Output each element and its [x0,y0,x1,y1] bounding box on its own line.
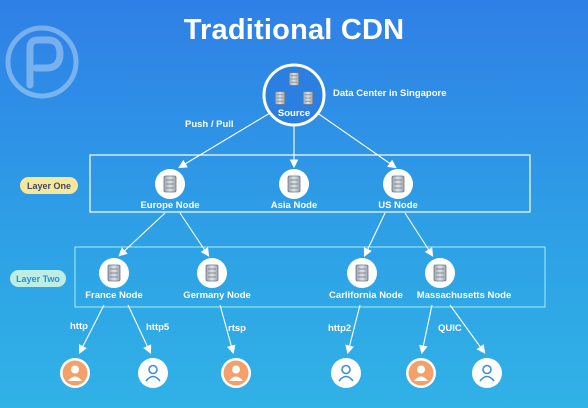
arrow-source-europe [178,109,276,169]
protocol-http: http [70,321,88,332]
france-node-label: France Node [85,290,143,301]
layer-two-badge: Layer Two [10,270,66,287]
asia-node: Asia Node [271,169,317,211]
germany-node-label: Germany Node [183,290,251,301]
push-pull-label: Push / Pull [185,119,234,130]
server-icon [355,264,369,282]
watermark-logo-icon [5,25,79,99]
server-icon [391,175,405,193]
user-white-2 [331,358,361,388]
user-icon [417,365,425,374]
arrow-europe-germany [179,212,210,257]
california-node: Carlifornia Node [329,258,403,301]
europe-node-label: Europe Node [140,200,199,211]
arrow-europe-france [118,212,166,257]
user-icon [71,365,79,374]
arrow-france-user1 [78,304,105,354]
arrow-massachusetts-user6 [449,304,486,354]
user-orange-2 [221,358,251,388]
source-node: Source [262,63,326,127]
arrow-germany-user3 [219,304,236,355]
server-icon [163,175,177,193]
user-icon [232,365,240,374]
server-icon [433,264,447,282]
layer-one-badge: Layer One [20,177,78,194]
server-icon [205,264,219,282]
arrow-us-california [363,212,386,257]
protocol-http2: http2 [328,323,351,334]
user-white-1 [138,358,168,388]
user-orange-1 [60,358,90,388]
us-node: US Node [378,169,418,211]
protocol-http5: http5 [146,322,170,333]
server-icon [287,175,301,193]
user-white-3 [472,358,502,388]
server-icon [107,264,121,282]
france-node: France Node [85,258,143,301]
europe-node: Europe Node [140,169,200,211]
source-caption: Data Center in Singapore [333,88,447,99]
layer-one-label: Layer One [27,181,71,191]
layer-one-frame [89,154,531,213]
protocol-rtsp: rtsp [228,323,246,334]
massachusetts-node-label: Massachusetts Node [417,290,512,301]
layer-two-label: Layer Two [16,274,60,284]
user-icon [482,364,492,375]
arrow-massachusetts-user5 [419,304,433,355]
user-orange-3 [406,358,436,388]
source-label: Source [278,108,310,119]
arrow-us-massachusetts [404,212,434,257]
protocol-quic: QUIC [438,323,462,334]
layer-two-frame [74,246,546,308]
arrow-california-user4 [345,304,361,355]
connector-arrows [78,109,486,355]
asia-node-label: Asia Node [271,200,317,211]
page-title: Traditional CDN [183,14,405,46]
arrow-france-user2 [127,304,152,354]
massachusetts-node: Massachusetts Node [417,258,512,301]
california-node-label: Carlifornia Node [329,290,403,301]
arrow-source-us [312,109,397,169]
germany-node: Germany Node [183,258,251,301]
user-icon [148,364,158,375]
user-icon [341,364,351,375]
us-node-label: US Node [378,200,418,211]
